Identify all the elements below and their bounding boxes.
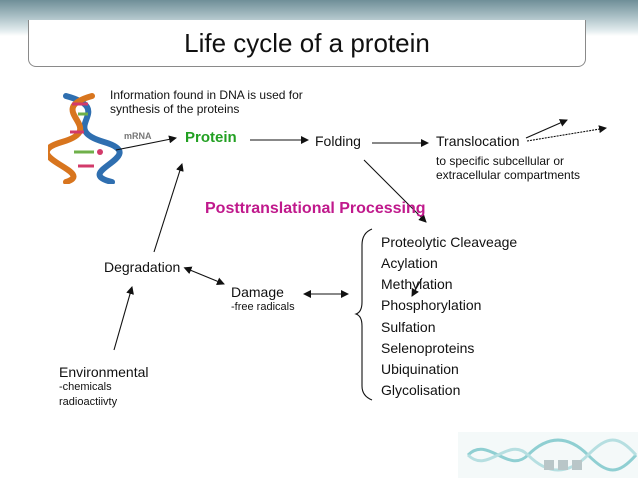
- dna-logo-icon: [458, 432, 638, 478]
- arrow-folding-processing: [363, 159, 427, 223]
- arrow-translocation-2: [526, 125, 607, 142]
- arrow-methylation: [411, 277, 423, 297]
- process-item: Phosphorylation: [381, 297, 482, 313]
- slide-title: Life cycle of a protein: [184, 28, 430, 58]
- damage-detail: -free radicals: [231, 301, 295, 313]
- translocation-detail-1: to specific subcellular or: [436, 154, 565, 168]
- posttranslational-processing-heading: Posttranslational Processing: [205, 200, 426, 217]
- degradation-label: Degradation: [104, 259, 181, 275]
- process-item: Acylation: [381, 255, 438, 271]
- translocation-label: Translocation: [436, 133, 520, 149]
- arrow-degradation-damage: [183, 266, 225, 286]
- dna-helix-icon: [48, 93, 123, 184]
- translocation-detail-2: extracellular compartments: [436, 168, 581, 182]
- damage-label: Damage: [231, 284, 284, 300]
- environmental-detail-2: radioactiivty: [59, 396, 118, 408]
- process-item: Sulfation: [381, 319, 436, 335]
- process-item: Methylation: [381, 276, 453, 292]
- arrow-degradation-protein: [153, 163, 184, 253]
- mrna-label: mRNA: [124, 131, 152, 141]
- arrow-mrna-protein: [115, 135, 177, 151]
- process-item: Selenoproteins: [381, 340, 475, 356]
- environmental-detail-1: -chemicals: [59, 381, 112, 393]
- process-item: Glycolisation: [381, 382, 461, 398]
- folding-label: Folding: [315, 133, 361, 149]
- process-item: Proteolytic Cleaveage: [381, 234, 518, 250]
- environmental-label: Environmental: [59, 364, 149, 380]
- process-item: Ubiquination: [381, 361, 459, 377]
- info-line-2: synthesis of the proteins: [110, 102, 240, 116]
- info-line-1: Information found in DNA is used for: [110, 88, 303, 102]
- title-box: Life cycle of a protein: [28, 20, 586, 67]
- arrow-translocation-1: [525, 119, 568, 139]
- processing-bracket: [354, 228, 373, 401]
- arrow-environmental-degradation: [113, 286, 134, 351]
- protein-label: Protein: [185, 129, 237, 146]
